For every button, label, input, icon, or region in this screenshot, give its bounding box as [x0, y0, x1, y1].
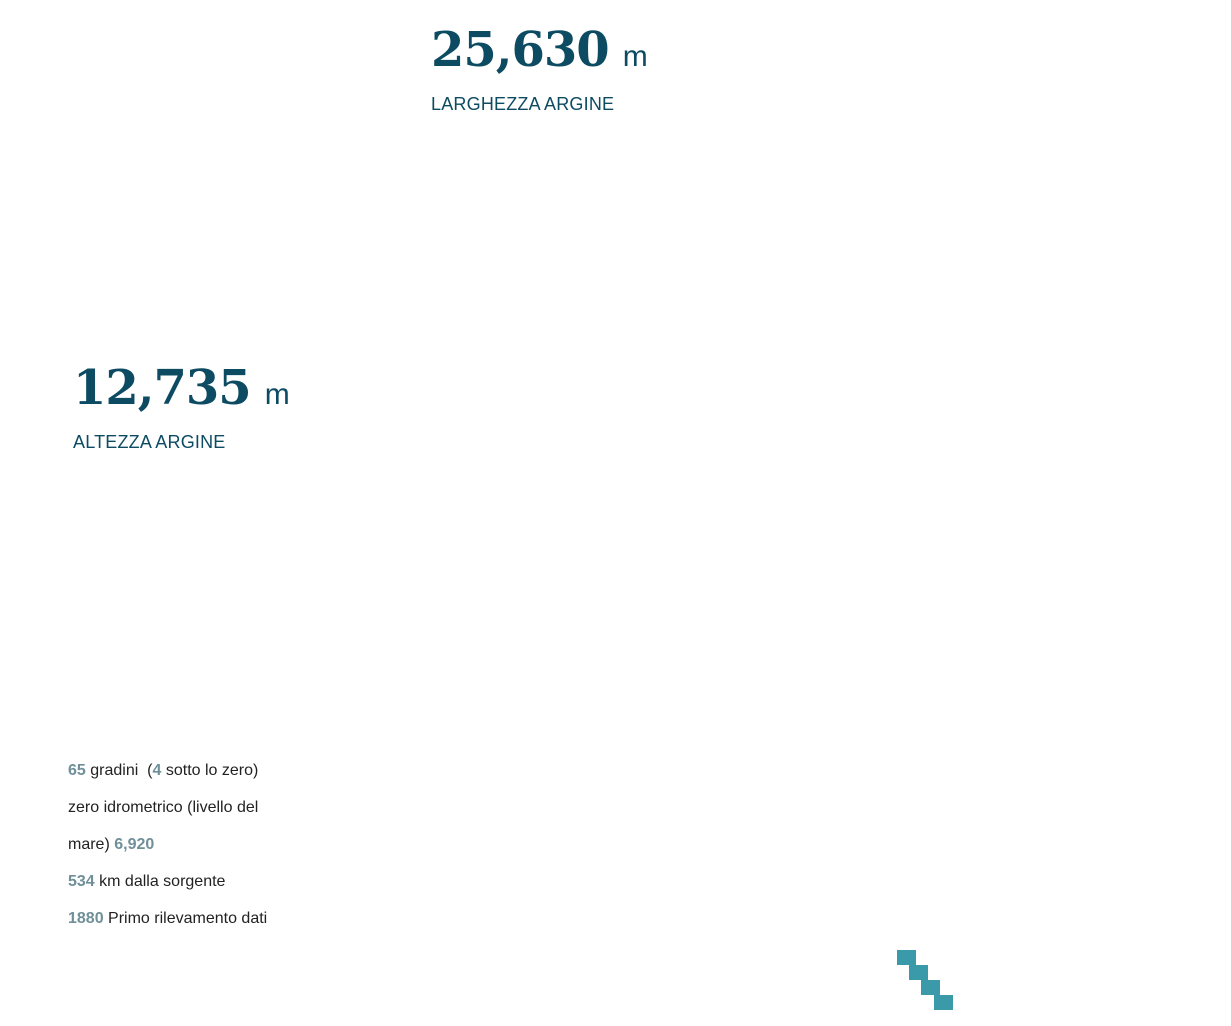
fact-hydrometric: zero idrometrico (livello del mare) 6,92…: [68, 789, 273, 863]
hydro-value: 6,920: [114, 836, 155, 853]
distance-text: km dalla sorgente: [99, 873, 226, 890]
width-value-row: 25,630 m: [431, 26, 648, 74]
below-count: 4: [152, 762, 162, 779]
width-value: 25,630: [431, 22, 610, 78]
facts-list: 65 gradini (4 sotto lo zero) zero idrome…: [68, 752, 273, 937]
steps-count: 65: [68, 762, 86, 779]
fact-distance: 534 km dalla sorgente: [68, 863, 273, 900]
staircase-step: [897, 950, 916, 965]
height-value-row: 12,735 m: [73, 364, 290, 412]
fact-year: 1880 Primo rilevamento dati: [68, 900, 273, 937]
fact-steps: 65 gradini (4 sotto lo zero): [68, 752, 273, 789]
height-unit: m: [264, 378, 290, 411]
year-text: Primo rilevamento dati: [108, 910, 268, 927]
year-value: 1880: [68, 910, 104, 927]
below-text: sotto lo zero): [165, 762, 259, 779]
height-value: 12,735: [73, 360, 252, 416]
staircase-step: [909, 965, 928, 980]
staircase-step: [921, 980, 940, 995]
width-label: LARGHEZZA ARGINE: [431, 94, 615, 114]
height-metric: 12,735 m ALTEZZA ARGINE: [73, 364, 290, 453]
height-label: ALTEZZA ARGINE: [73, 432, 226, 452]
hydro-text: zero idrometrico (livello del mare): [68, 799, 259, 853]
below-open: (: [147, 762, 153, 779]
distance-value: 534: [68, 873, 95, 890]
staircase-icon: [897, 950, 953, 1010]
steps-text: gradini: [90, 762, 139, 779]
width-unit: m: [622, 40, 648, 73]
width-metric: 25,630 m LARGHEZZA ARGINE: [431, 26, 648, 115]
staircase-step: [934, 995, 953, 1010]
